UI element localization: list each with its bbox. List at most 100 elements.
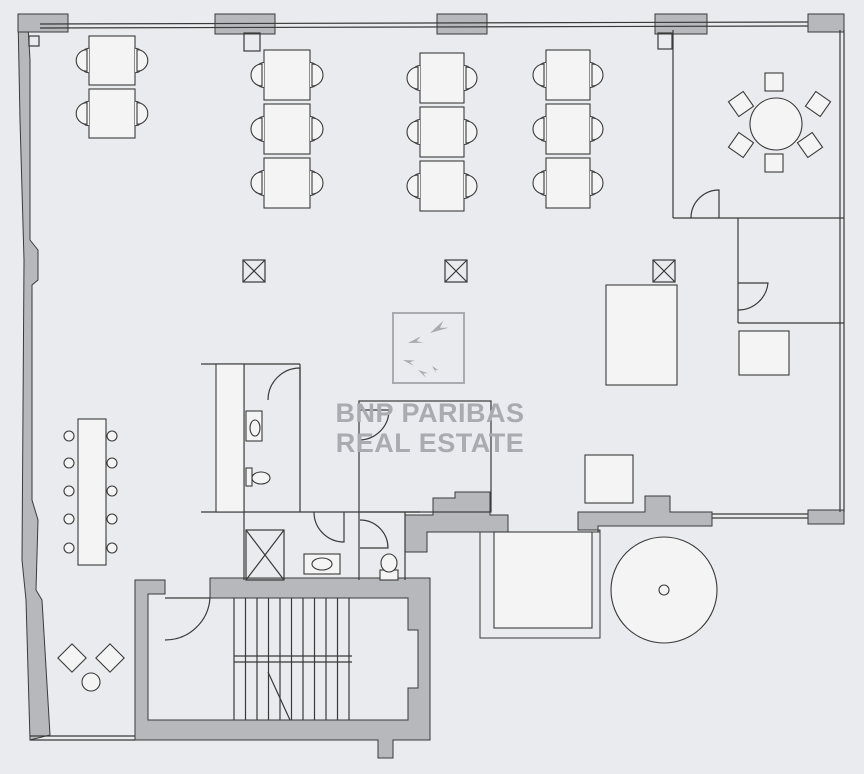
office-chair [75, 102, 88, 125]
desk [88, 35, 136, 86]
pillar-right-bottom [807, 509, 845, 525]
desk [545, 103, 591, 155]
office-chair [75, 49, 88, 72]
stool [106, 457, 118, 469]
sink [311, 557, 333, 571]
furniture [57, 35, 832, 692]
large-table [605, 284, 678, 386]
meeting-room-door [690, 189, 720, 219]
office-chair [591, 117, 604, 141]
toilet-door [267, 367, 301, 401]
cabinet [584, 454, 634, 504]
meeting-chair [727, 131, 755, 159]
logo-star [430, 320, 449, 333]
wc-bowl [380, 553, 398, 573]
walls [17, 13, 845, 759]
counter [215, 363, 245, 513]
column-stub [243, 32, 261, 52]
office-chair [532, 171, 545, 195]
column-stub [657, 32, 673, 50]
side-table [81, 672, 101, 692]
wc-door [313, 511, 345, 543]
left-outer-wall [17, 15, 51, 741]
desk [419, 160, 465, 212]
office-chair [250, 117, 263, 141]
wc-door [359, 519, 389, 549]
office-chair [591, 171, 604, 195]
elevator-shaft-wall [493, 531, 593, 629]
structural-column [444, 259, 468, 283]
stairwell-walls [134, 577, 431, 759]
stool [106, 513, 118, 525]
desk [419, 106, 465, 158]
kitchenette-room [358, 400, 492, 513]
meeting-chair [764, 153, 784, 173]
lounge-chair [95, 643, 125, 673]
stool [106, 542, 118, 554]
office-chair [465, 174, 478, 198]
structural-column [652, 259, 676, 283]
desk [545, 49, 591, 101]
corner-pillar-top-right [807, 13, 845, 33]
desk [545, 157, 591, 209]
office-chair [532, 117, 545, 141]
desk [419, 52, 465, 104]
shaft [245, 529, 285, 581]
meeting-chair [804, 90, 832, 118]
logo-star [408, 336, 424, 343]
office-chair [311, 63, 324, 87]
office-chair [311, 117, 324, 141]
watermark-line-2: REAL ESTATE [335, 428, 525, 458]
wc-tank [245, 467, 253, 487]
office-chair [406, 174, 419, 198]
column-cross [444, 259, 468, 283]
logo-star [432, 366, 439, 374]
kitchen-door [358, 409, 390, 441]
stool [63, 542, 75, 554]
watermark-line-1: BNP PARIBAS [335, 398, 525, 428]
top-outer-wall [39, 21, 809, 25]
top-outer-wall-inner [39, 25, 809, 29]
office-chair [311, 171, 324, 195]
desk [263, 49, 311, 101]
corner-pillar-top-left [17, 13, 69, 33]
long-table [77, 418, 107, 566]
office-chair [532, 63, 545, 87]
desk [263, 157, 311, 209]
office-door [737, 282, 769, 311]
column-cross [652, 259, 676, 283]
office-chair [136, 102, 149, 125]
cabinet [738, 330, 790, 376]
structural-column [242, 259, 266, 283]
desk [88, 88, 136, 139]
pillar-top [654, 13, 708, 35]
round-table [749, 97, 803, 151]
office-chair [136, 49, 149, 72]
stair-cut-line [267, 671, 291, 721]
office-chair [250, 171, 263, 195]
pillar-top [436, 13, 488, 35]
spiral-stair-post [658, 584, 670, 596]
stool [63, 485, 75, 497]
lounge-chair [57, 643, 87, 673]
wc-bowl [251, 471, 271, 485]
stool [63, 457, 75, 469]
meeting-chair [727, 90, 755, 118]
corner-detail [28, 35, 40, 47]
office-chair [406, 66, 419, 90]
stool [63, 513, 75, 525]
office-chair [591, 63, 604, 87]
elevator-core-walls [404, 491, 713, 639]
logo-star [403, 360, 415, 367]
desk [263, 103, 311, 155]
bnp-paribas-stars-logo [392, 312, 465, 384]
shaft-cross [245, 529, 285, 581]
office-chair [250, 63, 263, 87]
office-chair [465, 120, 478, 144]
stool [106, 430, 118, 442]
meeting-chair [796, 131, 824, 159]
office-chair [406, 120, 419, 144]
stool [63, 430, 75, 442]
